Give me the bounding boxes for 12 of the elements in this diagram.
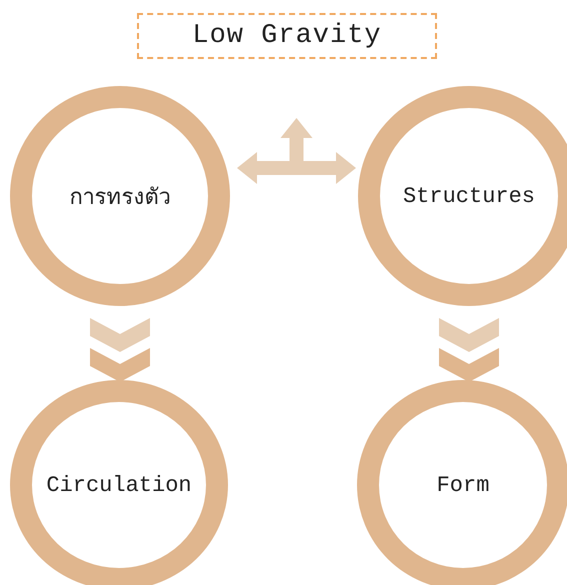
node-label: Structures	[402, 184, 536, 208]
ring-circle	[10, 380, 228, 585]
ring-circle	[358, 86, 567, 306]
three-way-arrow	[237, 118, 356, 184]
node-label: Circulation	[46, 472, 192, 498]
ring-circle	[357, 380, 567, 585]
node-label: Form	[436, 472, 490, 498]
title: Low Gravity	[137, 13, 437, 59]
node-label: การทรงตัว	[70, 184, 170, 212]
chevron-arrow	[90, 318, 150, 382]
ring-circle	[10, 86, 230, 306]
chevron-arrow	[439, 318, 499, 382]
